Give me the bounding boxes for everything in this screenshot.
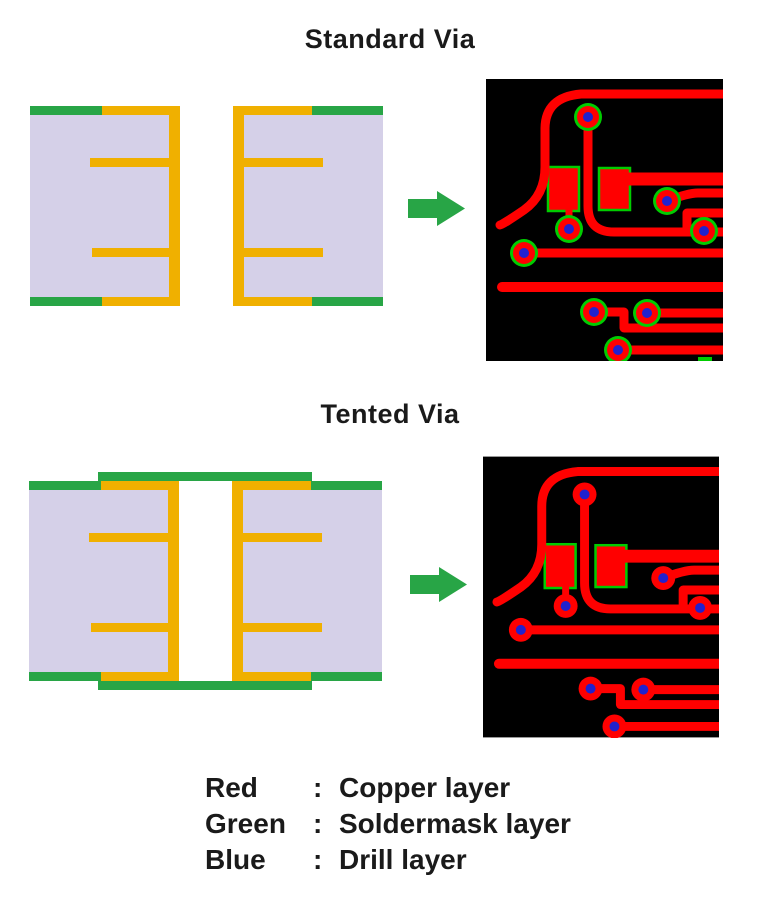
cross-section-layer	[232, 481, 243, 681]
tented-via	[631, 677, 656, 702]
cross-section-layer	[89, 533, 168, 542]
legend: Red:Copper layer Green:Soldermask layer …	[205, 770, 571, 878]
legend-separator: :	[313, 772, 323, 803]
cross-section-layer	[232, 481, 311, 490]
copper-trace	[682, 208, 723, 234]
cross-section-layer	[233, 297, 312, 306]
cross-section-layer	[30, 297, 102, 306]
standard-via	[510, 239, 538, 267]
cross-section-standard-via	[30, 106, 383, 306]
cross-section-layer	[91, 623, 168, 632]
tented-via	[688, 596, 713, 620]
cross-section-layer	[243, 533, 322, 542]
cross-section-layer	[312, 297, 383, 306]
tented-via	[553, 594, 578, 618]
cross-section-layer	[102, 297, 180, 306]
tented-via	[578, 676, 603, 701]
copper-trace	[678, 585, 719, 611]
cross-section-layer	[101, 672, 179, 681]
cross-section-layer	[29, 489, 179, 681]
cross-section-layer	[92, 248, 169, 257]
arrow-right-shape	[410, 567, 467, 602]
cross-section-layer	[169, 106, 180, 306]
arrow-right-icon	[410, 567, 467, 602]
standard-via	[653, 187, 681, 215]
section-title-standard: Standard Via	[304, 24, 476, 54]
legend-description: Copper layer	[339, 772, 511, 803]
soldermask-edge-mark	[698, 357, 712, 361]
standard-via	[604, 336, 632, 361]
legend-separator: :	[313, 844, 323, 875]
cross-section-tented-via	[29, 472, 382, 690]
tented-via	[508, 617, 533, 642]
legend-row-red: Red: Copper layer	[205, 770, 571, 806]
legend-row-green: Green: Soldermask layer	[205, 806, 571, 842]
arrow-right-shape	[408, 191, 465, 226]
cross-section-layer	[244, 158, 323, 167]
arrow-right-icon	[408, 191, 465, 226]
tented-via	[651, 566, 676, 591]
cross-section-layer	[90, 158, 169, 167]
cross-section-layer	[233, 106, 244, 306]
standard-via	[555, 215, 583, 243]
standard-via	[633, 299, 661, 327]
cross-section-layer	[243, 623, 322, 632]
cross-section-layer	[233, 106, 312, 115]
standard-via	[580, 298, 608, 326]
soldermask-tent-layer	[98, 472, 312, 481]
cross-section-layer	[233, 114, 383, 306]
tented-via	[572, 482, 597, 507]
tented-via	[602, 714, 627, 738]
section-title-tented: Tented Via	[320, 399, 460, 429]
legend-description: Drill layer	[339, 844, 467, 875]
cross-section-layer	[30, 114, 180, 306]
cross-section-layer	[244, 248, 323, 257]
pcb-top-view-tented-via	[483, 456, 719, 738]
cross-section-layer	[29, 481, 101, 490]
legend-color-name: Blue	[205, 844, 266, 875]
standard-via	[690, 217, 718, 245]
legend-separator: :	[313, 808, 323, 839]
legend-color-name: Green	[205, 808, 286, 839]
legend-color-name: Red	[205, 772, 258, 803]
cross-section-layer	[232, 489, 382, 681]
soldermask-tent-layer	[98, 681, 312, 690]
copper-trace	[586, 684, 719, 710]
cross-section-layer	[30, 106, 102, 115]
copper-trace	[583, 118, 723, 237]
copper-trace	[492, 467, 719, 607]
copper-trace	[495, 89, 723, 230]
smd-pad	[543, 542, 577, 590]
cross-section-layer	[102, 106, 180, 115]
cross-section-layer	[311, 481, 382, 490]
cross-section-layer	[29, 672, 101, 681]
pcb-top-view-standard-via	[486, 79, 723, 361]
copper-trace	[589, 307, 723, 333]
cross-section-layer	[232, 672, 311, 681]
legend-description: Soldermask layer	[339, 808, 571, 839]
cross-section-layer	[101, 481, 179, 490]
cross-section-layer	[312, 106, 383, 115]
smd-pad	[546, 165, 581, 213]
cross-section-layer	[311, 672, 382, 681]
copper-trace	[580, 495, 719, 614]
cross-section-layer	[168, 481, 179, 681]
standard-via	[574, 103, 602, 131]
legend-row-blue: Blue: Drill layer	[205, 842, 571, 878]
